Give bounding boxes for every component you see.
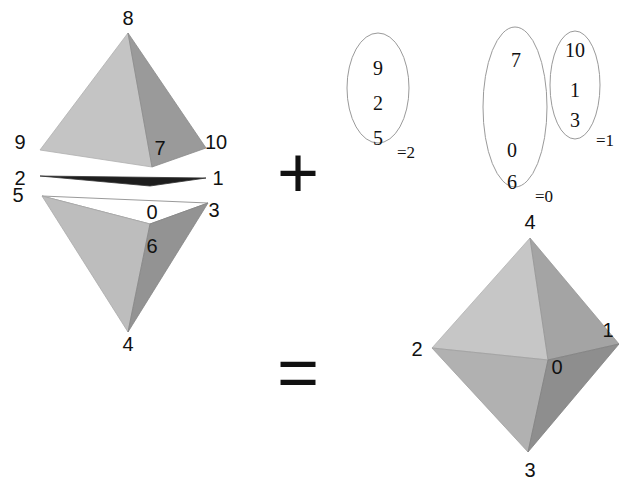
vertex-number: 6 [146,236,157,256]
ellipse [483,27,547,187]
ellipse [550,31,600,139]
vertex-number: 4 [122,334,133,354]
vertex-number: 3 [570,110,580,130]
vertex-number: 5 [373,128,383,148]
vertex-number: 7 [154,138,165,158]
vertex-number: 4 [524,212,535,232]
vertex-number: 10 [205,132,227,152]
vertex-group-ellipse: 706=0 [482,26,548,188]
group-value: =0 [535,188,553,205]
operator-symbol: + [277,136,319,208]
vertex-group-ellipse: 1013=1 [549,30,601,140]
pyramid-face [128,203,208,332]
vertex-number: 9 [14,132,25,152]
octahedron-face [530,238,619,360]
octahedron-face [432,238,548,360]
octahedron-face [528,344,619,452]
vertex-number: 2 [373,93,383,113]
ellipse [347,33,409,143]
vertex-number: 5 [12,185,23,205]
group-value: =2 [397,144,415,161]
vertex-number: 7 [511,50,521,70]
vertex-number: 3 [524,460,535,480]
vertex-number: 0 [551,357,562,377]
vertex-number: 1 [602,320,613,340]
vertex-number: 2 [411,339,422,359]
vertex-number: 10 [565,40,585,60]
group-value: =1 [596,132,614,149]
middle-triangle [40,176,206,186]
vertex-number: 0 [146,202,157,222]
vertex-group-ellipse: 925=2 [346,32,410,144]
octahedron-face [432,348,548,452]
vertex-number: 0 [507,140,517,160]
pyramid-face [128,33,206,167]
vertex-number: 6 [507,172,517,192]
vertex-number: 1 [212,168,223,188]
vertex-number: 8 [122,8,133,28]
operator-symbol: = [277,336,319,408]
vertex-number: 3 [208,200,219,220]
vertex-number: 9 [373,58,383,78]
vertex-number: 1 [570,80,580,100]
